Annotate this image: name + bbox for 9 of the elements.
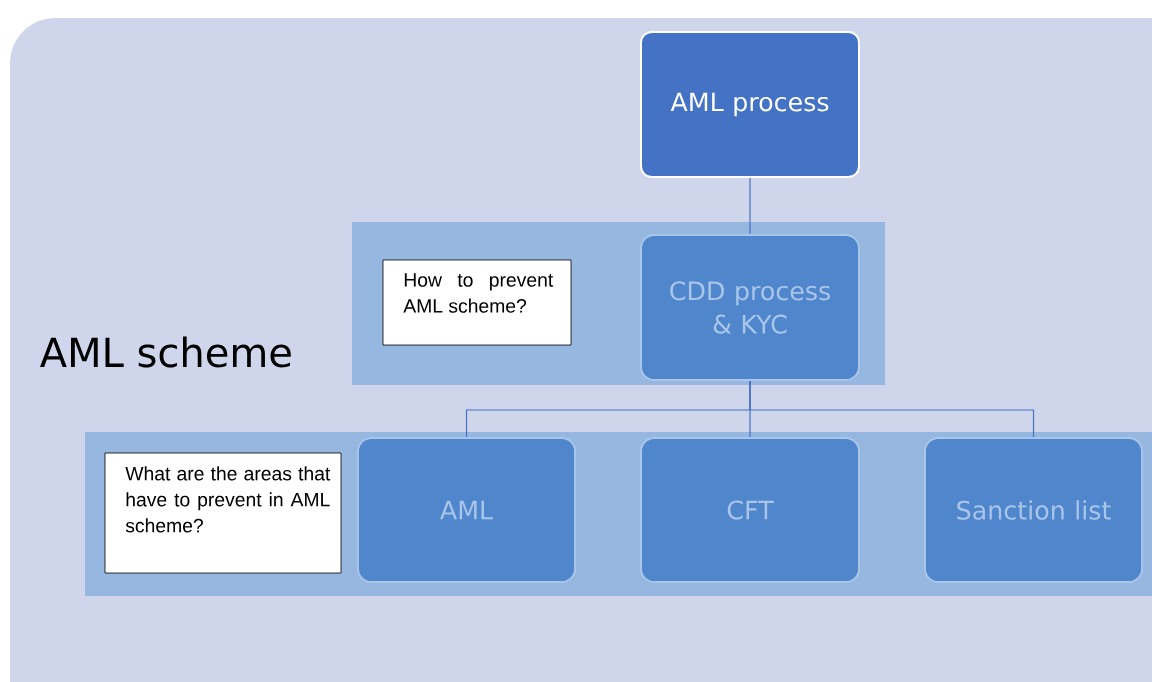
process-box: Sanction list [924, 437, 1144, 583]
connector-line [749, 177, 751, 235]
process-box: AML process [640, 30, 860, 179]
process-box: AML [356, 437, 577, 583]
question-box: What are the areas that have to prevent in AML scheme? [104, 452, 342, 574]
process-box: CFT [640, 437, 860, 583]
connector-line [749, 380, 1035, 438]
question-box: How to prevent AML scheme? [382, 259, 572, 346]
process-box: CDD process & KYC [640, 233, 860, 382]
